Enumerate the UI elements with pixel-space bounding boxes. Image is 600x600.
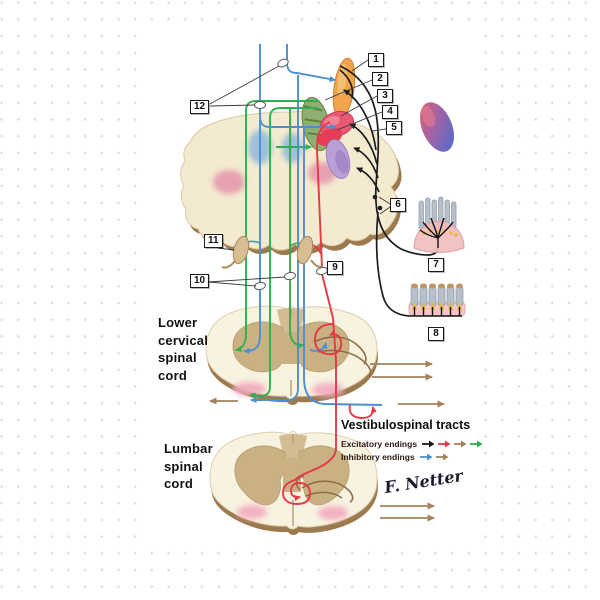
legend-arrow-icon (422, 440, 435, 448)
legend-arrow-icon (438, 440, 451, 448)
legend-label-excitatory: Excitatory endings (341, 439, 418, 449)
lumbar-label-line: cord (164, 476, 193, 491)
legend-arrow-icon (454, 440, 467, 448)
lumbar-label-line: Lumbar (164, 441, 213, 456)
callout-7: 7 (428, 258, 444, 272)
callout-11: 11 (204, 234, 223, 248)
callout-8: 8 (428, 327, 444, 341)
callout-6: 6 (390, 198, 406, 212)
cervical-label-line: Lower (158, 315, 198, 330)
callout-12: 12 (190, 100, 210, 114)
callout-1: 1 (368, 53, 384, 67)
callout-2: 2 (372, 72, 388, 86)
legend-arrow-icon (435, 453, 449, 461)
callout-10: 10 (190, 274, 210, 288)
lumbar-cord-label: Lumbar spinal cord (164, 440, 213, 493)
legend-arrows-excitatory (421, 440, 483, 448)
callout-5: 5 (386, 121, 402, 135)
legend-title: Vestibulospinal tracts (341, 418, 471, 432)
cervical-label-line: spinal (158, 350, 197, 365)
callout-3: 3 (377, 89, 393, 103)
legend-arrow-icon (470, 440, 483, 448)
legend-arrow-icon (419, 453, 433, 461)
callout-9: 9 (327, 261, 343, 275)
legend: Vestibulospinal tracts Excitatory ending… (341, 418, 491, 462)
cervical-label-line: cervical (158, 332, 209, 348)
legend-label-inhibitory: Inhibitory endings (341, 452, 415, 462)
legend-arrows-inhibitory (419, 453, 449, 461)
cervical-cord-label: Lower cervical spinal cord (158, 314, 208, 384)
cervical-label-line: cord (158, 367, 187, 383)
callout-4: 4 (382, 105, 398, 119)
legend-row-excitatory: Excitatory endings (341, 439, 491, 449)
legend-row-inhibitory: Inhibitory endings (341, 452, 491, 462)
lumbar-label-line: spinal (164, 458, 203, 474)
